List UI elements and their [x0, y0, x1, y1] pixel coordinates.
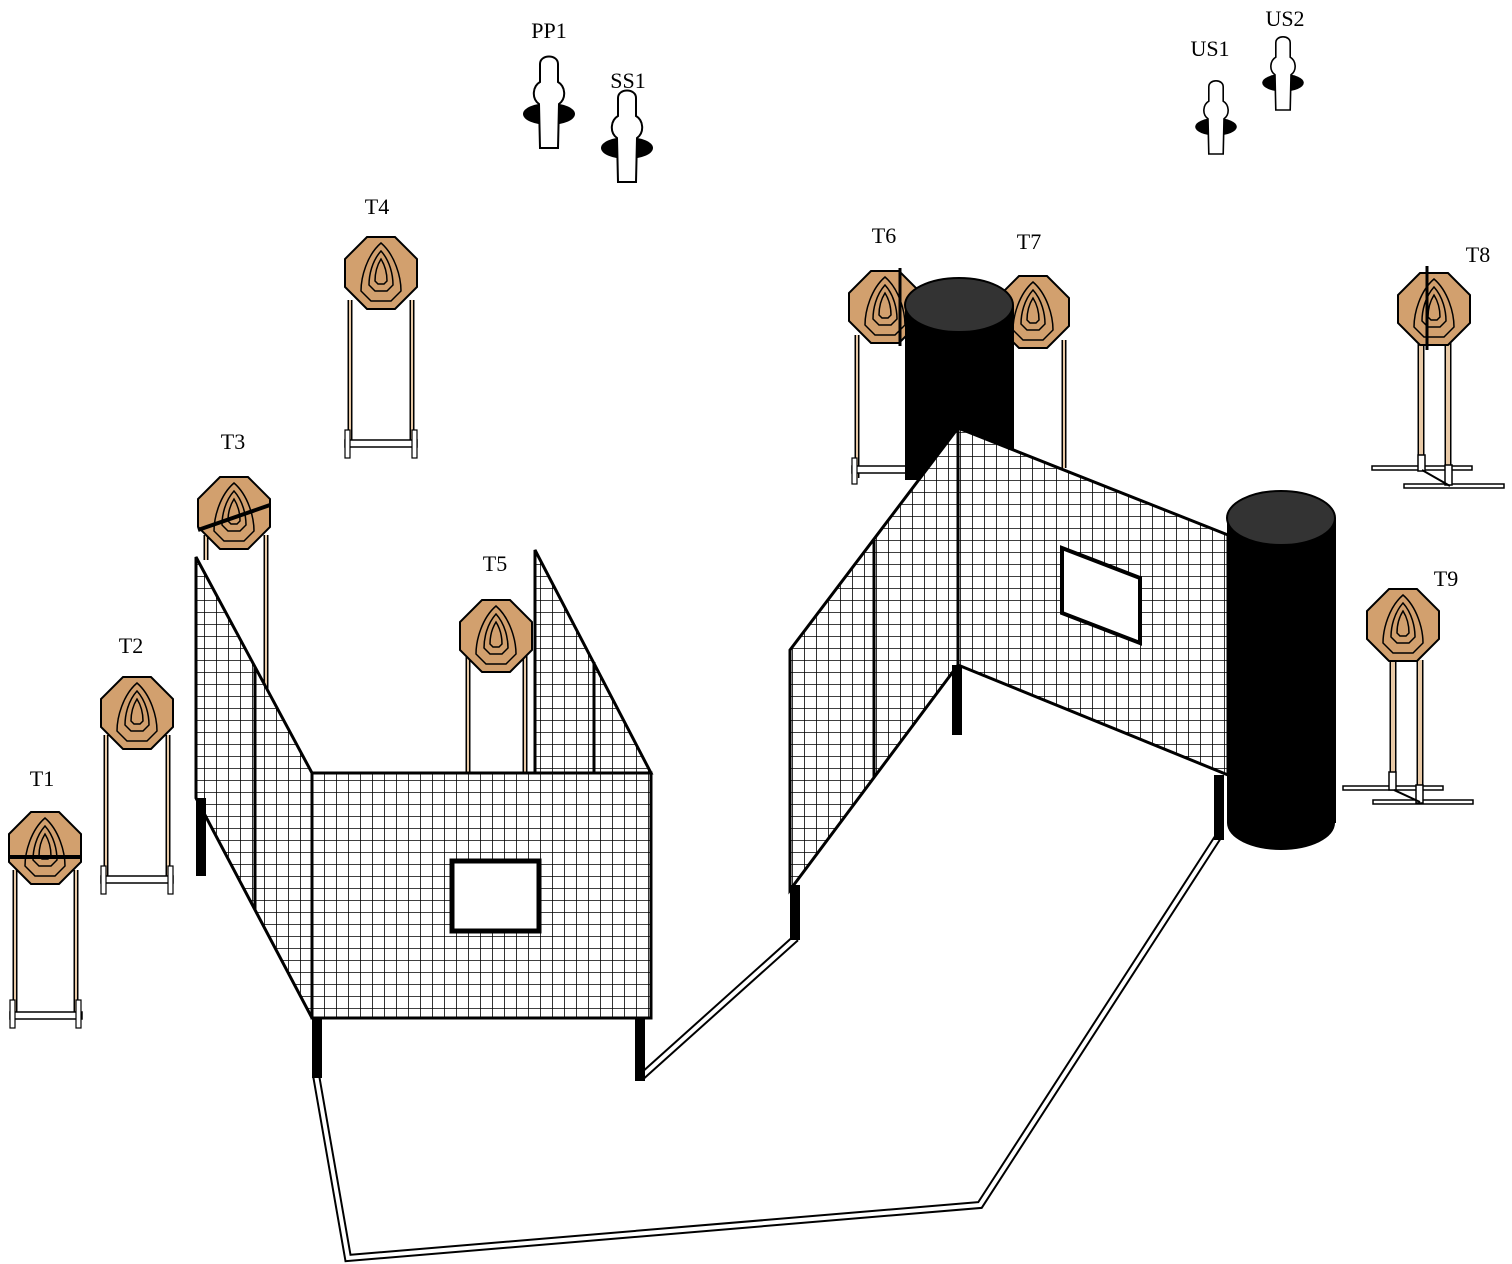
popper-label: US2	[1265, 6, 1304, 31]
steel-popper-icon	[1194, 80, 1238, 155]
target-label: T5	[483, 551, 507, 576]
fault-line	[312, 831, 1224, 1263]
mesh-wall-right	[788, 423, 1230, 940]
target-t4: T4	[344, 194, 418, 459]
target-label: T7	[1017, 229, 1041, 254]
popper-pp1: PP1	[522, 18, 576, 149]
popper-label: PP1	[531, 18, 566, 43]
target-label: T8	[1466, 242, 1490, 267]
popper-ss1: SS1	[600, 68, 654, 183]
target-label: T9	[1434, 566, 1458, 591]
target-t8: T8	[1371, 242, 1505, 489]
octagon-target-icon	[1366, 588, 1440, 662]
target-label: T2	[119, 633, 143, 658]
octagon-target-icon	[459, 599, 533, 673]
target-t9: T9	[1342, 566, 1474, 805]
target-t2: T2	[100, 633, 174, 895]
target-t1: T1	[8, 766, 83, 1029]
wall-port	[449, 858, 542, 934]
target-t5: T5	[459, 551, 533, 775]
mesh-wall-left	[194, 549, 654, 1081]
popper-us1: US1	[1190, 36, 1238, 155]
octagon-target-icon	[197, 476, 271, 550]
target-t6: T6	[848, 223, 922, 485]
target-label: T1	[30, 766, 54, 791]
wall-port	[1060, 545, 1142, 646]
steel-popper-icon	[522, 55, 576, 149]
target-t3: T3	[197, 429, 271, 690]
target-label: T6	[872, 223, 896, 248]
octagon-target-icon	[1397, 272, 1471, 346]
octagon-target-icon	[344, 236, 418, 310]
popper-label: SS1	[610, 68, 645, 93]
target-label: T3	[221, 429, 245, 454]
target-label: T4	[365, 194, 389, 219]
octagon-target-icon	[100, 676, 174, 750]
steel-popper-icon	[600, 89, 654, 183]
popper-us2: US2	[1261, 6, 1305, 111]
steel-popper-icon	[1261, 35, 1305, 111]
barrel-icon	[1226, 490, 1336, 850]
popper-label: US1	[1190, 36, 1229, 61]
octagon-target-icon	[8, 811, 82, 885]
target-t7: T7	[996, 229, 1070, 468]
